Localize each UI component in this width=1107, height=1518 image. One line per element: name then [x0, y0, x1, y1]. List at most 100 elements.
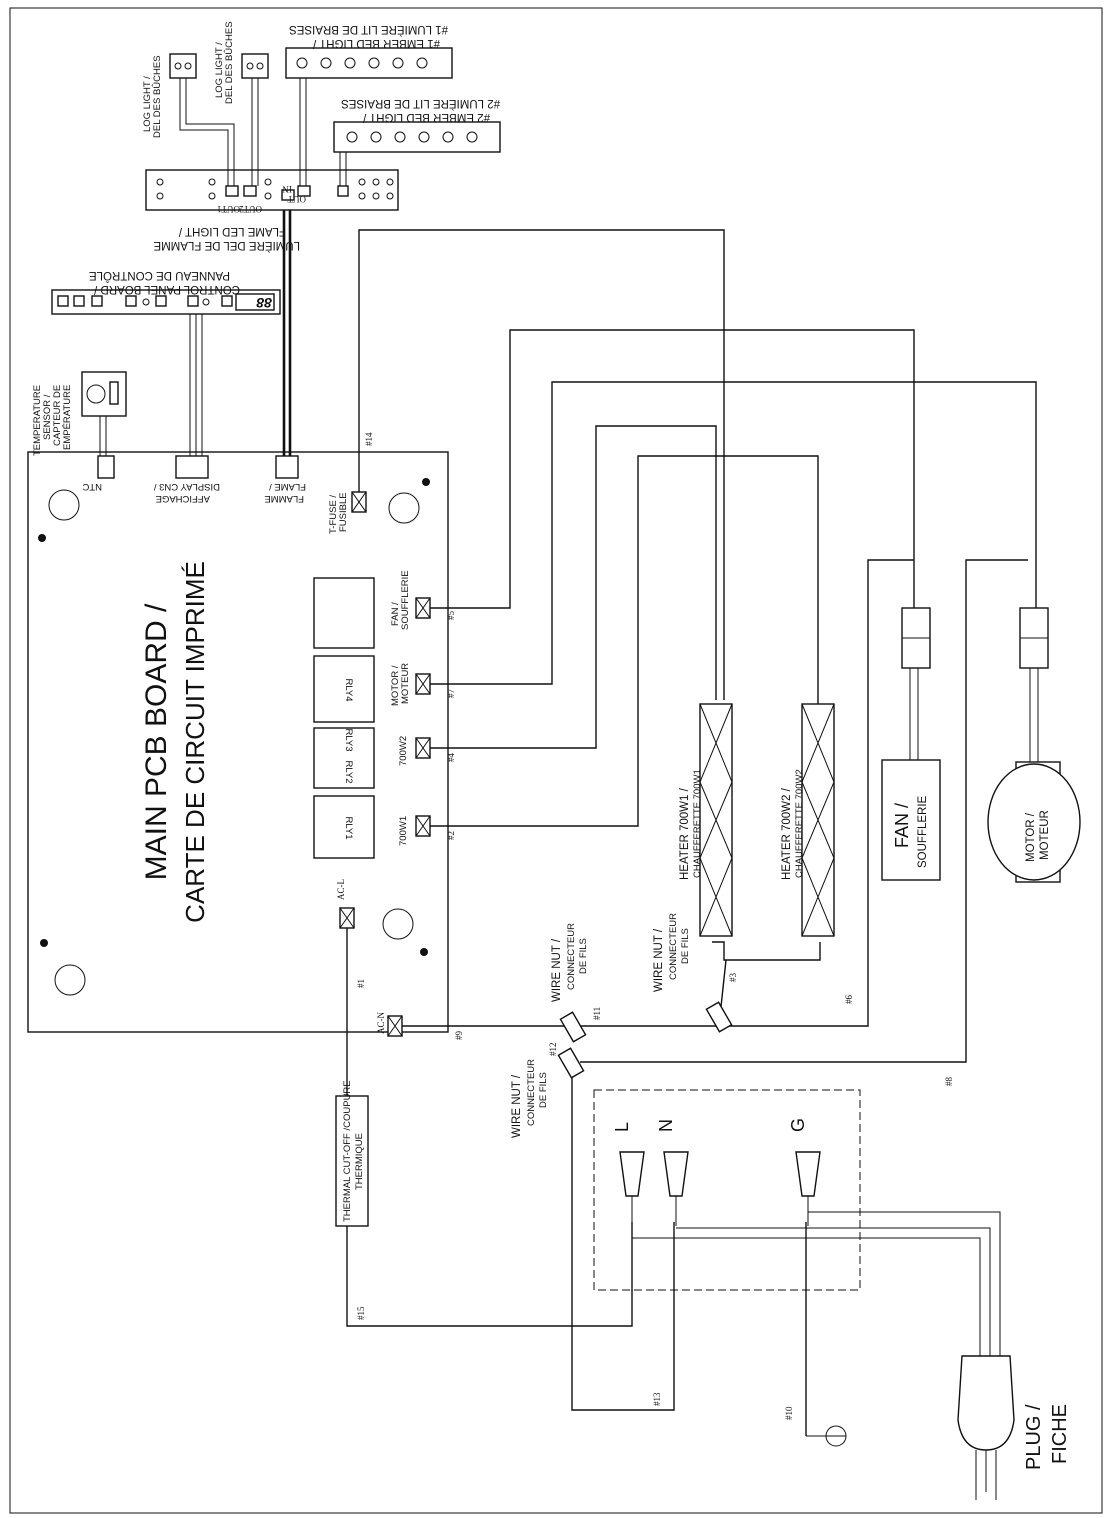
- heater-700w2: HEATER 700W2 / CHAUFFERETTE 700W2: [781, 703, 835, 937]
- plug-cord: [632, 1211, 1001, 1356]
- svg-text:G: G: [788, 1118, 808, 1132]
- relay-label: RLY2: [343, 760, 354, 783]
- svg-text:HEATER 700W1 /: HEATER 700W1 /: [679, 787, 691, 880]
- svg-text:MOTEUR: MOTEUR: [1039, 810, 1051, 860]
- motor-unit: MOTOR / MOTEUR: [987, 761, 1081, 883]
- board-title-line2: CARTE DE CIRCUIT IMPRIMÉ: [180, 561, 210, 923]
- relay-label: RLY3: [343, 728, 354, 751]
- svg-text:CONNECTEUR: CONNECTEUR: [668, 913, 679, 980]
- svg-text:#6: #6: [844, 995, 854, 1005]
- svg-text:L: L: [612, 1122, 632, 1132]
- svg-text:CHAUFFERETTE 700W2: CHAUFFERETTE 700W2: [794, 769, 805, 878]
- svg-text:PANNEAU DE CONTRÔLE: PANNEAU DE CONTRÔLE: [89, 269, 230, 282]
- screw-icon: [38, 478, 430, 956]
- svg-text:HEATER 700W2 /: HEATER 700W2 /: [781, 787, 793, 880]
- svg-text:IN: IN: [282, 184, 292, 194]
- svg-text:#1 EMBER BED LIGHT /: #1 EMBER BED LIGHT /: [312, 37, 440, 49]
- relay-label: RLY4: [343, 678, 354, 701]
- ntc-label: NTC: [82, 481, 102, 492]
- svg-text:DE FILS: DE FILS: [680, 928, 691, 964]
- relay-label: RLY1: [343, 816, 354, 839]
- svg-text:#11: #11: [592, 1007, 602, 1020]
- ground-icon: [806, 1425, 847, 1447]
- svg-text:DE FILS: DE FILS: [538, 1072, 549, 1108]
- heater-700w1: HEATER 700W1 / CHAUFFERETTE 700W1: [679, 703, 733, 937]
- svg-text:FICHE: FICHE: [1049, 1404, 1071, 1464]
- svg-text:EMPÉRATURE: EMPÉRATURE: [62, 385, 73, 450]
- flame-port-label: FLAMME: [264, 493, 304, 504]
- svg-text:OUT1: OUT1: [217, 204, 240, 214]
- fan-port-label: FAN /: [390, 602, 401, 626]
- svg-text:CHAUFFERETTE 700W1: CHAUFFERETTE 700W1: [692, 769, 703, 878]
- wire-nut: WIRE NUT / CONNECTEUR DE FILS WIRE NUT /…: [511, 913, 733, 1138]
- svg-text:#10: #10: [784, 1406, 794, 1420]
- svg-text:WIRE NUT /: WIRE NUT /: [551, 938, 563, 1002]
- svg-text:#7: #7: [446, 689, 456, 699]
- motor-port-label: MOTEUR: [400, 663, 411, 704]
- display-port-label: AFFICHAGE: [156, 493, 210, 504]
- svg-text:CAPTEUR DE: CAPTEUR DE: [52, 385, 63, 446]
- svg-text:TEMPERATURE: TEMPERATURE: [32, 385, 43, 456]
- log-light: LOG LIGHT / DEL DES BÛCHES LOG LIGHT / D…: [142, 21, 269, 186]
- svg-text:#2 EMBER BED LIGHT /: #2 EMBER BED LIGHT /: [362, 111, 490, 123]
- svg-text:WIRE NUT /: WIRE NUT /: [511, 1074, 523, 1138]
- acl-label: AC-L: [336, 879, 346, 900]
- svg-text:#2 LUMIÈRE LIT DE BRAISES: #2 LUMIÈRE LIT DE BRAISES: [341, 97, 500, 110]
- svg-text:SOUFFLERIE: SOUFFLERIE: [917, 795, 929, 868]
- svg-text:PLUG /: PLUG /: [1023, 1404, 1045, 1470]
- svg-text:#5: #5: [446, 611, 456, 621]
- flame-led-board: FLAME LED LIGHT / LUMIÈRE DEL DE FLAMME: [145, 169, 399, 456]
- tfuse-label: T-FUSE /: [328, 495, 339, 534]
- svg-text:OUT2: OUT2: [239, 204, 262, 214]
- svg-text:DE FILS: DE FILS: [578, 938, 589, 974]
- control-panel-board: 88 CONTROL PANEL BOARD / PANNEAU DE CONT…: [51, 269, 281, 456]
- svg-text:FAN /: FAN /: [892, 803, 912, 848]
- svg-text:#15: #15: [356, 1306, 366, 1320]
- junction-box: L N G: [593, 1089, 861, 1291]
- svg-text:#1 LUMIÈRE LIT DE BRAISES: #1 LUMIÈRE LIT DE BRAISES: [289, 23, 448, 36]
- svg-text:LOG LIGHT /: LOG LIGHT /: [142, 76, 153, 132]
- plug-icon: PLUG / FICHE: [957, 1355, 1071, 1500]
- svg-text:MOTOR /: MOTOR /: [1025, 812, 1037, 862]
- svg-text:DEL DES BÛCHES: DEL DES BÛCHES: [152, 55, 163, 138]
- svg-text:THERMIQUE: THERMIQUE: [354, 1133, 365, 1190]
- wires: [346, 229, 1037, 1436]
- fan-unit: FAN / SOUFFLERIE: [881, 759, 941, 881]
- svg-text:#13: #13: [652, 1392, 662, 1406]
- heater1-port-label: 700W1: [398, 816, 409, 846]
- motor-connector: [1019, 607, 1049, 762]
- flame-port-label: FLAME /: [269, 481, 306, 492]
- control-display-readout: 88: [256, 295, 272, 311]
- svg-text:WIRE NUT /: WIRE NUT /: [653, 928, 665, 992]
- temperature-sensor: TEMPERATURE SENSOR / CAPTEUR DE EMPÉRATU…: [32, 371, 127, 456]
- fan-port-label: SOUFFLERIE: [400, 570, 411, 630]
- svg-text:#8: #8: [944, 1077, 954, 1087]
- svg-text:#12: #12: [548, 1043, 558, 1057]
- acn-label: AC-N: [376, 1012, 386, 1034]
- display-port-label: DISPLAY CN3 /: [153, 481, 220, 492]
- svg-text:SENSOR /: SENSOR /: [42, 394, 53, 440]
- svg-text:LUMIÈRE DEL DE FLAMME: LUMIÈRE DEL DE FLAMME: [153, 239, 300, 252]
- ember-bed-light: #1 EMBER BED LIGHT / #1 LUMIÈRE LIT DE B…: [285, 23, 501, 186]
- page-frame: [9, 7, 1103, 1514]
- thermal-cutoff: THERMAL CUT-OFF /COUPURE THERMIQUE: [335, 1080, 369, 1227]
- fan-connector: [901, 607, 931, 760]
- heater2-port-label: 700W2: [398, 736, 409, 766]
- svg-text:#9: #9: [454, 1031, 464, 1041]
- svg-text:DEL DES BÛCHES: DEL DES BÛCHES: [224, 21, 235, 104]
- svg-text:#14: #14: [364, 432, 374, 446]
- svg-text:CONTROL PANEL BOARD /: CONTROL PANEL BOARD /: [93, 283, 240, 295]
- svg-text:CONNECTEUR: CONNECTEUR: [526, 1059, 537, 1126]
- svg-text:OUT: OUT: [287, 194, 306, 204]
- main-pcb-board: RLY4 RLY3 RLY2 RLY1 MAIN PCB BOARD / CAR…: [27, 451, 449, 1037]
- svg-text:LOG LIGHT /: LOG LIGHT /: [214, 42, 225, 98]
- svg-text:#1: #1: [356, 979, 366, 988]
- svg-text:CONNECTEUR: CONNECTEUR: [566, 923, 577, 990]
- motor-port-label: MOTOR /: [390, 665, 401, 706]
- svg-text:FLAME LED LIGHT /: FLAME LED LIGHT /: [178, 225, 286, 237]
- svg-text:THERMAL CUT-OFF /COUPURE: THERMAL CUT-OFF /COUPURE: [342, 1080, 353, 1222]
- svg-text:#3: #3: [728, 973, 738, 983]
- svg-text:#2: #2: [446, 831, 456, 840]
- tfuse-label: FUSIBLE: [338, 492, 349, 532]
